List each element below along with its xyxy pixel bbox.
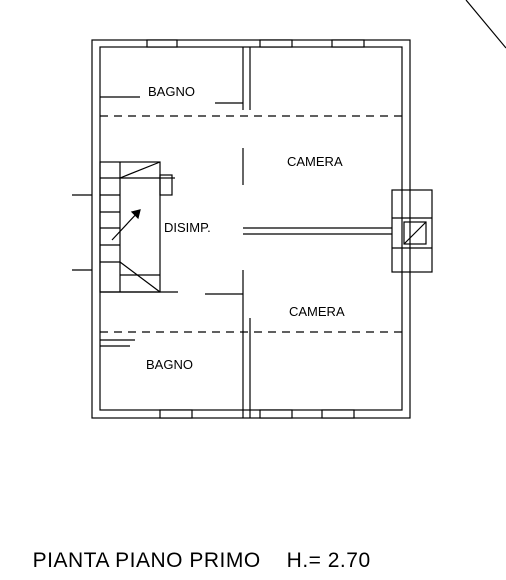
plan-caption: PIANTA PIANO PRIMO H.= 2.70 <box>20 525 371 573</box>
window-bottom-3 <box>321 409 355 419</box>
stair-diagonal-2 <box>119 261 161 293</box>
chimney-flue-diagonal <box>403 221 427 245</box>
chimney-flue <box>403 221 427 245</box>
stair-landing-box <box>159 174 173 196</box>
plan-lines <box>72 0 506 419</box>
stair-well <box>99 161 161 293</box>
window-bottom-1 <box>159 409 193 419</box>
room-label-bagno-top: BAGNO <box>148 84 195 99</box>
window-top-3 <box>331 39 365 48</box>
stair-diagonal-1 <box>119 161 161 179</box>
corner-line <box>465 0 506 49</box>
outer-wall-outer <box>91 39 411 419</box>
ceiling-height: H.= 2.70 <box>286 549 371 572</box>
room-label-camera-bottom: CAMERA <box>289 304 345 319</box>
stair-arrow-head <box>130 209 141 220</box>
room-label-camera-top: CAMERA <box>287 154 343 169</box>
plan-title: PIANTA PIANO PRIMO <box>32 549 261 572</box>
chimney-outer <box>391 189 433 273</box>
window-bottom-2 <box>259 409 293 419</box>
room-label-bagno-bottom: BAGNO <box>146 357 193 372</box>
window-top-2 <box>259 39 293 48</box>
room-label-disimpegno: DISIMP. <box>164 220 211 235</box>
window-top-1 <box>146 39 178 48</box>
